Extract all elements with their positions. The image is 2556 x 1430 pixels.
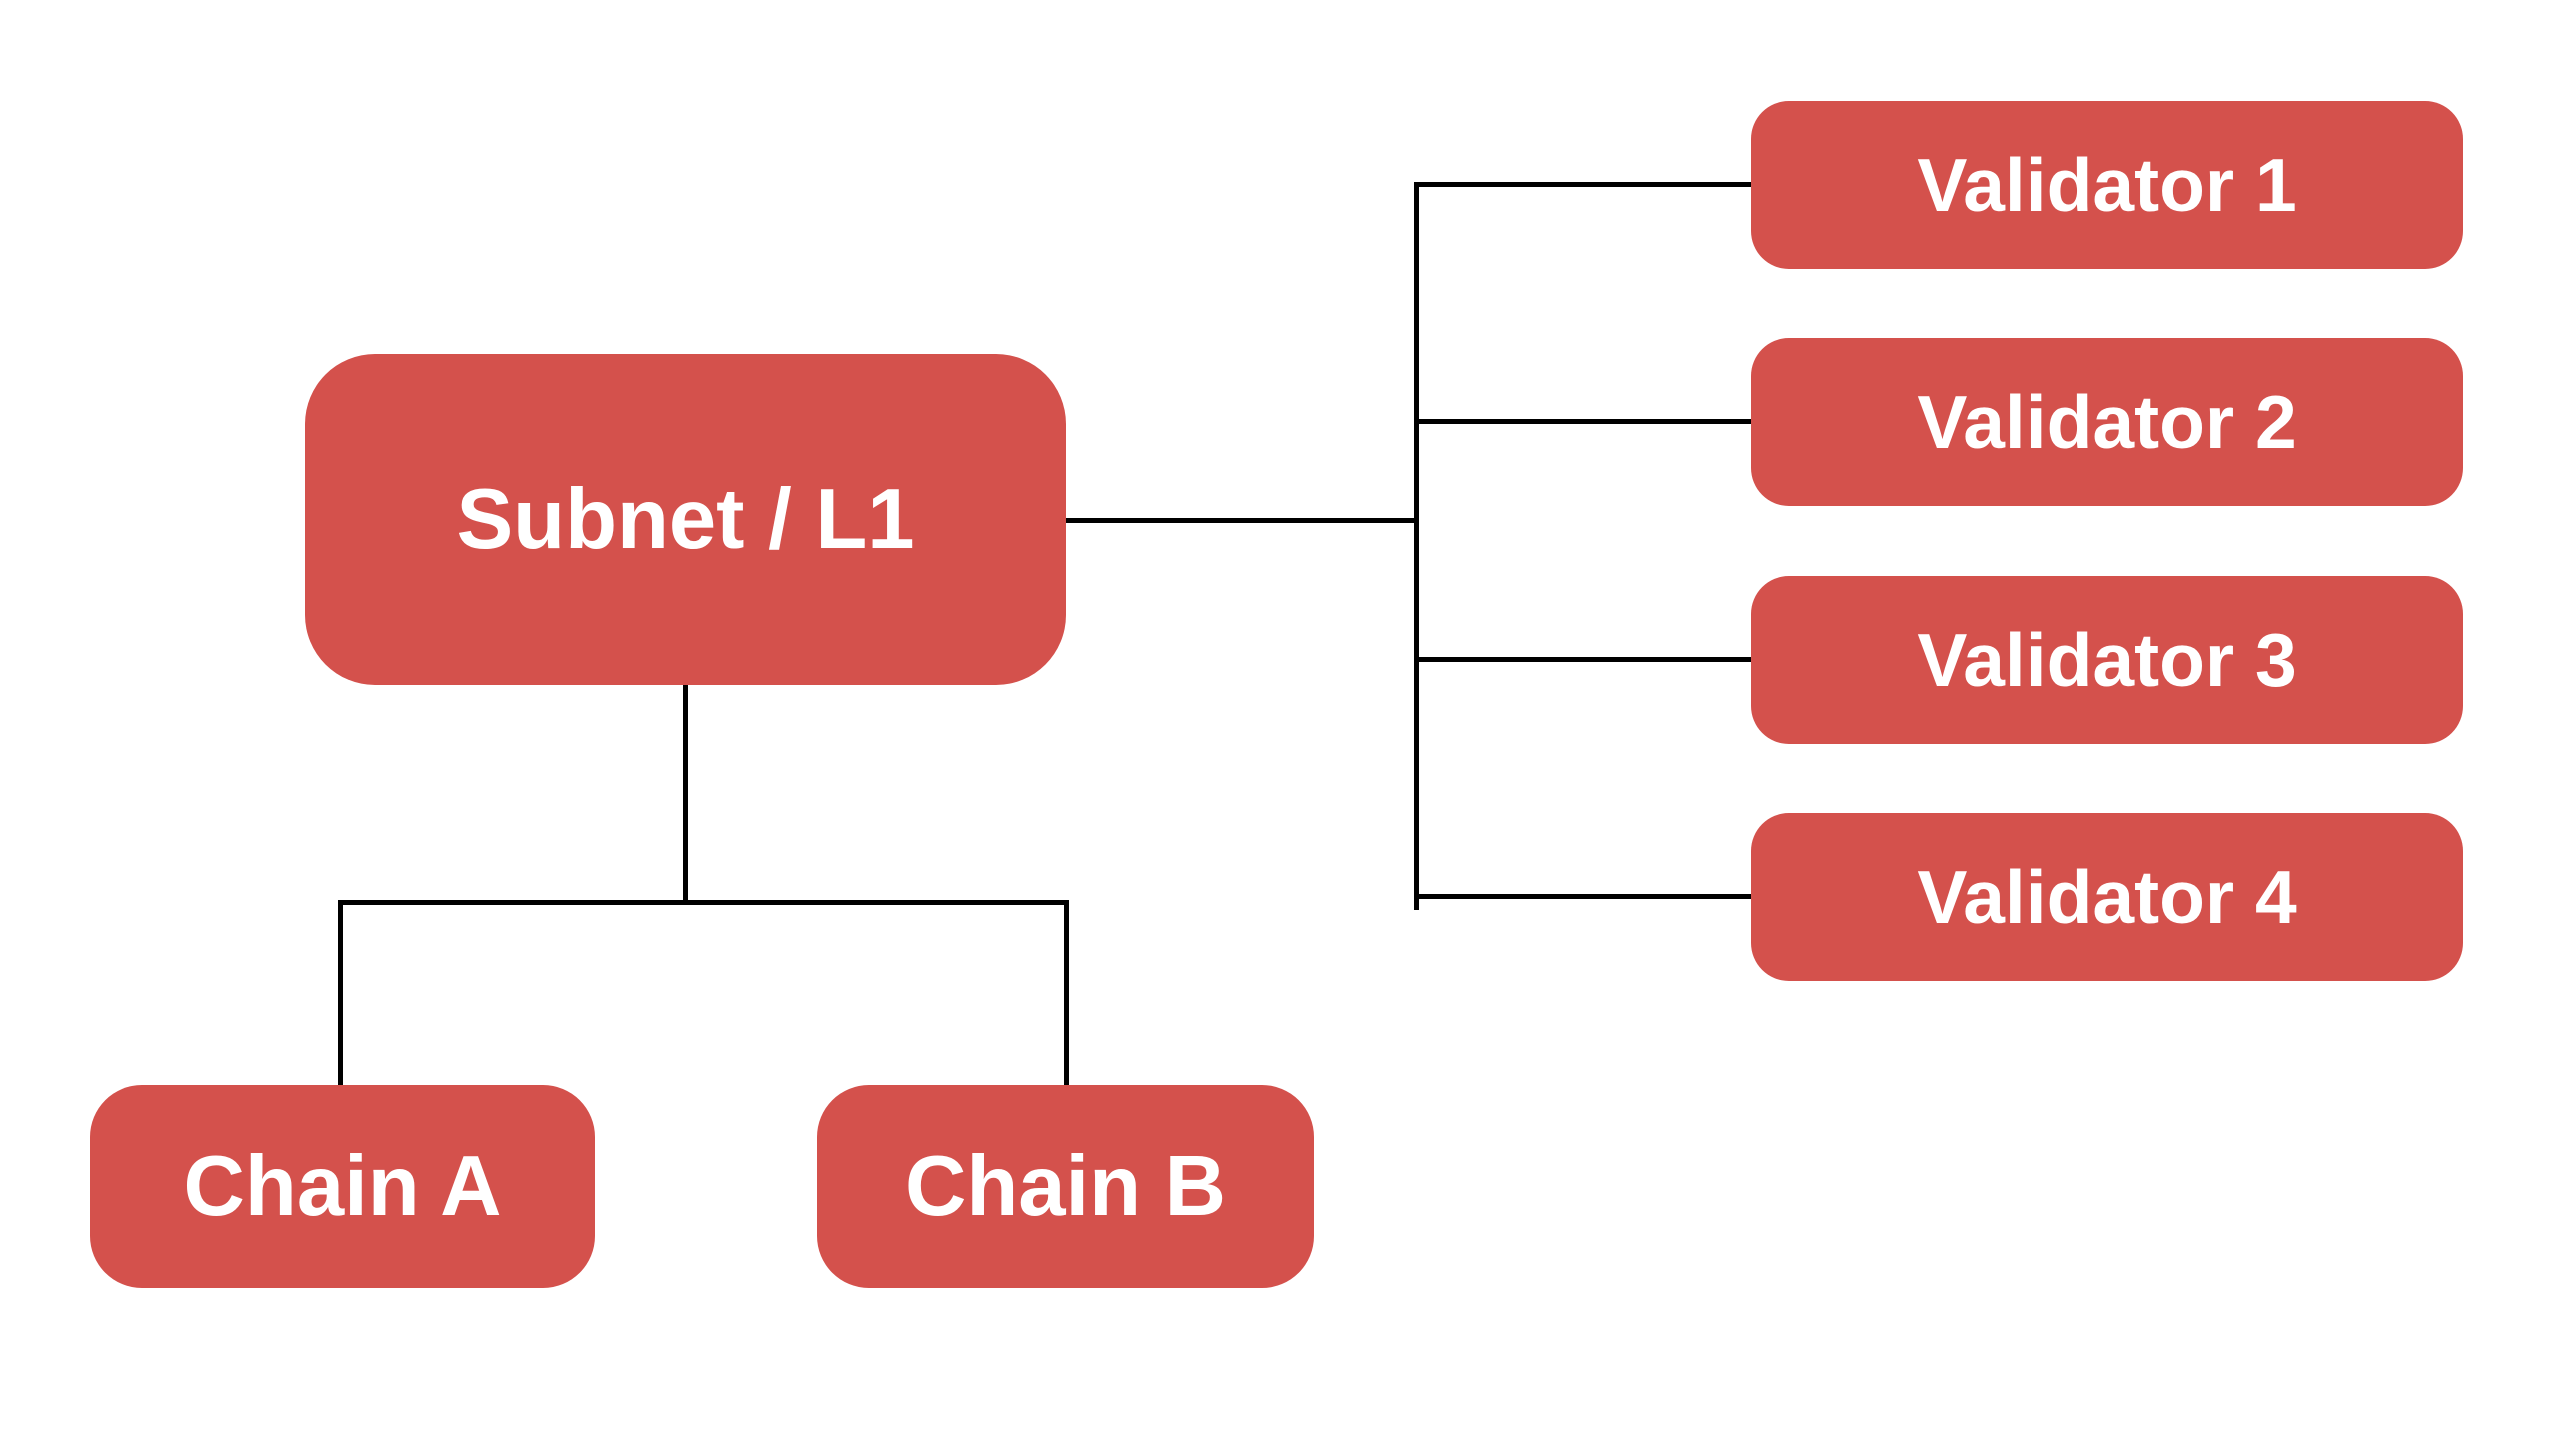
connector-branch-validator-4 [1414, 894, 1751, 899]
node-chain-a-label: Chain A [183, 1139, 502, 1234]
node-validator-2: Validator 2 [1751, 338, 2463, 506]
node-validator-1-label: Validator 1 [1917, 142, 2297, 227]
node-chain-b: Chain B [817, 1085, 1314, 1288]
connector-branch-validator-2 [1414, 419, 1751, 424]
node-validator-2-label: Validator 2 [1917, 379, 2297, 464]
node-chain-a: Chain A [90, 1085, 595, 1288]
connector-subnet-to-validator-trunk [1066, 518, 1418, 523]
node-validator-4: Validator 4 [1751, 813, 2463, 981]
connector-drop-chain-b [1064, 900, 1069, 1085]
node-validator-3-label: Validator 3 [1917, 617, 2297, 702]
node-validator-1: Validator 1 [1751, 101, 2463, 269]
node-subnet-l1: Subnet / L1 [305, 354, 1066, 685]
node-validator-3: Validator 3 [1751, 576, 2463, 744]
node-subnet-l1-label: Subnet / L1 [456, 472, 915, 567]
connector-validator-trunk [1414, 182, 1419, 910]
connector-chain-bar [338, 900, 1069, 905]
connector-branch-validator-1 [1414, 182, 1751, 187]
connector-drop-chain-a [338, 900, 343, 1085]
connector-subnet-to-chain-bar [683, 685, 688, 905]
node-chain-b-label: Chain B [904, 1139, 1227, 1234]
connector-branch-validator-3 [1414, 657, 1751, 662]
node-validator-4-label: Validator 4 [1917, 854, 2297, 939]
